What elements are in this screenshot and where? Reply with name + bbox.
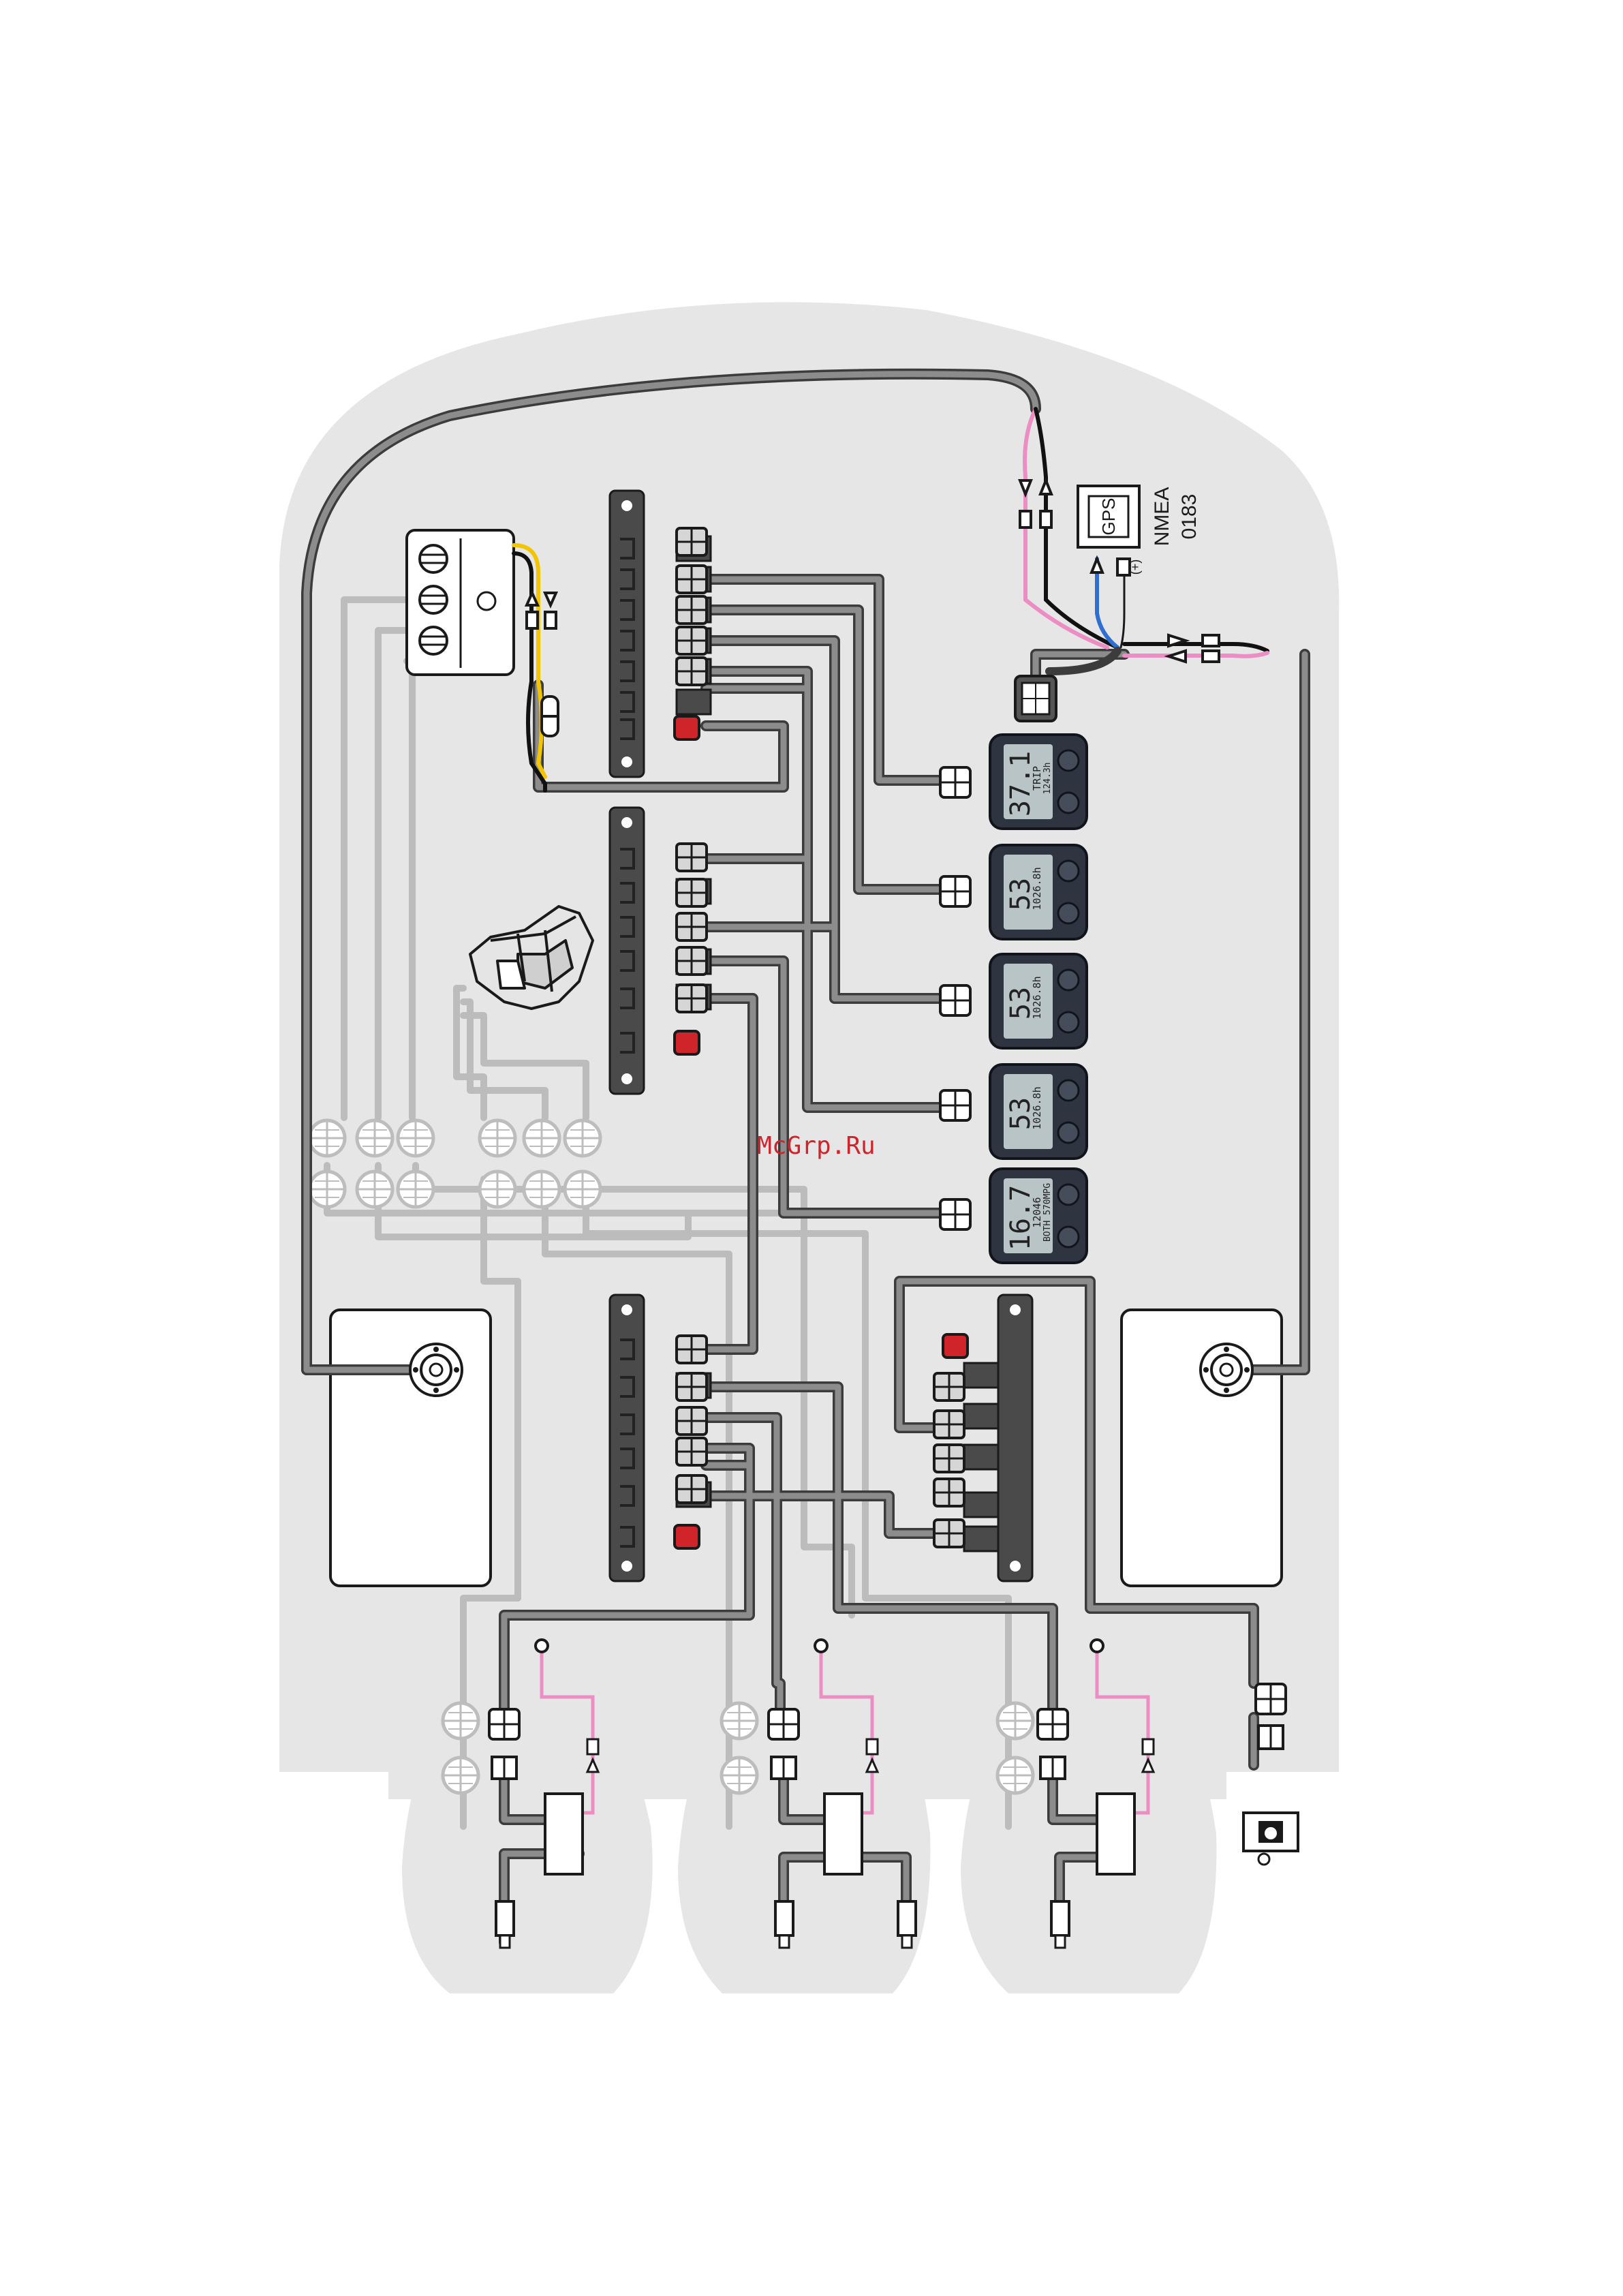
bus-bar-1-ports <box>675 528 711 739</box>
fuel-sender-icon <box>1201 1344 1252 1396</box>
bus-bar-2 <box>610 808 644 1094</box>
gauge-line-1: 1026.8h <box>1031 976 1043 1019</box>
gauge-button <box>1058 1012 1079 1032</box>
gauge-button <box>1058 1184 1079 1205</box>
gauge-line-1: 1026.8h <box>1031 867 1043 910</box>
gauge-button <box>1058 861 1079 881</box>
nmea-label-line2: 0183 <box>1178 494 1201 540</box>
bus-bar-3 <box>610 1295 644 1581</box>
watermark: McGrp.Ru <box>757 1132 875 1160</box>
gps-connector <box>1015 676 1056 721</box>
gauge-line-2: 124.3h <box>1042 763 1053 795</box>
gauge-line-2: BOTH 570MPG <box>1042 1183 1053 1242</box>
plus-label: (+) <box>1128 560 1142 575</box>
gauge-button <box>1058 903 1079 923</box>
gauge-button <box>1058 1122 1079 1143</box>
terminator-icon <box>675 1525 699 1548</box>
terminator-icon <box>675 716 699 739</box>
gauge-button <box>1058 793 1079 813</box>
gps-label: GPS <box>1098 498 1119 536</box>
fuel-sender-icon <box>410 1344 462 1396</box>
battery-switch-icon <box>407 530 514 675</box>
gauge-line-1: TRIP <box>1031 766 1043 791</box>
gauge-line-1: 12046 <box>1031 1197 1043 1227</box>
gauge-button <box>1058 970 1079 990</box>
gauge-button <box>1058 750 1079 771</box>
gauge-line-1: 1026.8h <box>1031 1086 1043 1129</box>
gauge-button <box>1058 1227 1079 1247</box>
bus-bar-4 <box>998 1295 1032 1581</box>
bus-bar-1 <box>610 491 644 777</box>
terminator-icon <box>675 1031 699 1054</box>
fuel-tank-port <box>330 1310 491 1586</box>
gauge-button <box>1058 1080 1079 1101</box>
terminator-icon <box>943 1334 968 1358</box>
fuel-tank-starboard <box>1122 1310 1282 1586</box>
nmea-label-line1: NMEA <box>1151 487 1173 547</box>
